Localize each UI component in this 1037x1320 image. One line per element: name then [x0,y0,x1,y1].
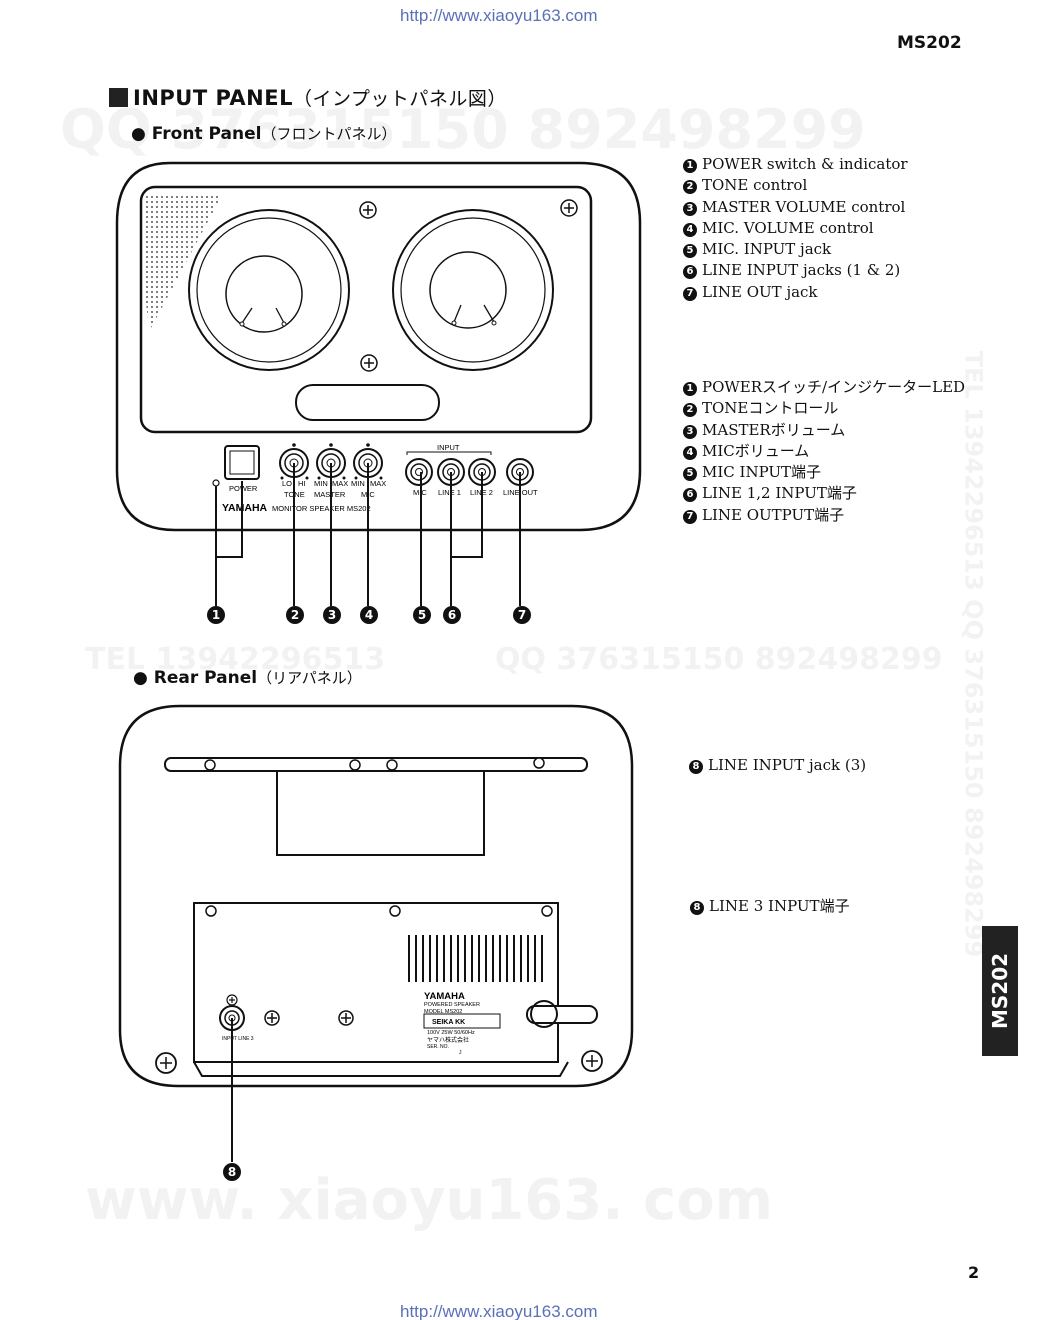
power-switch[interactable] [224,445,260,480]
right-reel [392,209,554,371]
front-grille-panel [139,185,593,434]
front-brand-logo: YAMAHA [222,502,268,514]
label-line3: INPUT LINE 3 [222,1036,254,1042]
label-model-line: MONITOR SPEAKER MS202 [272,504,371,513]
rear-vent [408,935,543,982]
label-mic-max: MAX [370,479,386,488]
label-input: INPUT [437,443,460,452]
watermark-qq-mid: QQ 376315150 892498299 [495,642,943,677]
screw-icon [264,1010,280,1026]
page-number: 2 [968,1263,980,1282]
front-panel-title: ● Front Panel（フロントパネル） [131,124,397,144]
section-title-text: INPUT PANEL [133,86,293,110]
callout-7: 7 [518,608,526,622]
label-power: POWER [229,484,258,493]
watermark-tel: TEL 13942296513 [85,642,386,677]
callout-1: 1 [212,608,220,622]
rear-back-plate [193,902,559,1063]
foot-screw-icon [155,1052,177,1074]
callout-4: 4 [365,608,373,622]
callout-6: 6 [448,608,456,622]
mic-input-jack[interactable] [405,458,433,486]
left-reel [188,209,350,371]
svg-text:100V 25W 50/60Hz: 100V 25W 50/60Hz [427,1030,475,1036]
screw-icon [226,994,238,1006]
foot-screw-icon [581,1050,603,1072]
label-jack-line1: LINE 1 [438,488,461,497]
watermark-bottom: www. xiaoyu163. com [85,1168,774,1233]
screw-icon [560,199,578,217]
rear-stand [276,771,485,856]
header-model: MS202 [897,33,962,53]
label-master: MASTER [314,490,346,499]
front-body-outline [115,161,642,532]
power-cord [526,1005,598,1024]
rating-plate: YAMAHA POWERED SPEAKER MODEL MS202 SEIKA… [423,991,501,1056]
front-panel-title-jp: （フロントパネル） [261,125,397,143]
watermark-qq: QQ 376315150 892498299 [60,98,866,161]
rear-panel-title-jp: （リアパネル） [257,669,362,687]
label-master-min: MIN [314,479,328,488]
rear-panel-title-text: Rear Panel [153,668,258,688]
svg-text:J: J [459,1050,462,1056]
callout-3: 3 [328,608,336,622]
label-hi: HI [298,479,306,488]
rear-body-outline [118,704,634,1088]
callout-8: 8 [228,1165,236,1179]
svg-text:ヤマハ株式会社: ヤマハ株式会社 [427,1036,469,1044]
front-panel-title-text: Front Panel [151,124,262,144]
svg-text:YAMAHA: YAMAHA [424,991,465,1002]
section-title: INPUT PANEL（インプットパネル図） [109,84,507,111]
screw-icon [359,201,377,219]
section-title-jp: （インプットパネル図） [293,88,507,110]
svg-text:MODEL MS202: MODEL MS202 [424,1009,462,1015]
rear-panel-title: ● Rear Panel（リアパネル） [133,668,362,688]
footer-url[interactable]: http://www.xiaoyu163.com [400,1302,598,1320]
rear-handle-bar [164,757,588,772]
svg-text:POWERED SPEAKER: POWERED SPEAKER [424,1002,480,1008]
front-slot [295,384,440,421]
screw-icon [360,354,378,372]
label-mic-min: MIN [351,479,365,488]
label-master-max: MAX [332,479,348,488]
svg-text:SEIKA KK: SEIKA KK [432,1019,465,1026]
callout-5: 5 [418,608,426,622]
grille-dots [144,195,222,330]
bullet-square-icon [109,88,128,107]
header-url[interactable]: http://www.xiaoyu163.com [400,6,598,25]
screw-icon [338,1010,354,1026]
svg-text:SER. NO.: SER. NO. [427,1044,449,1050]
side-model-tab: MS202 [982,926,1018,1056]
label-lo: LO [282,479,292,488]
callout-2: 2 [291,608,299,622]
